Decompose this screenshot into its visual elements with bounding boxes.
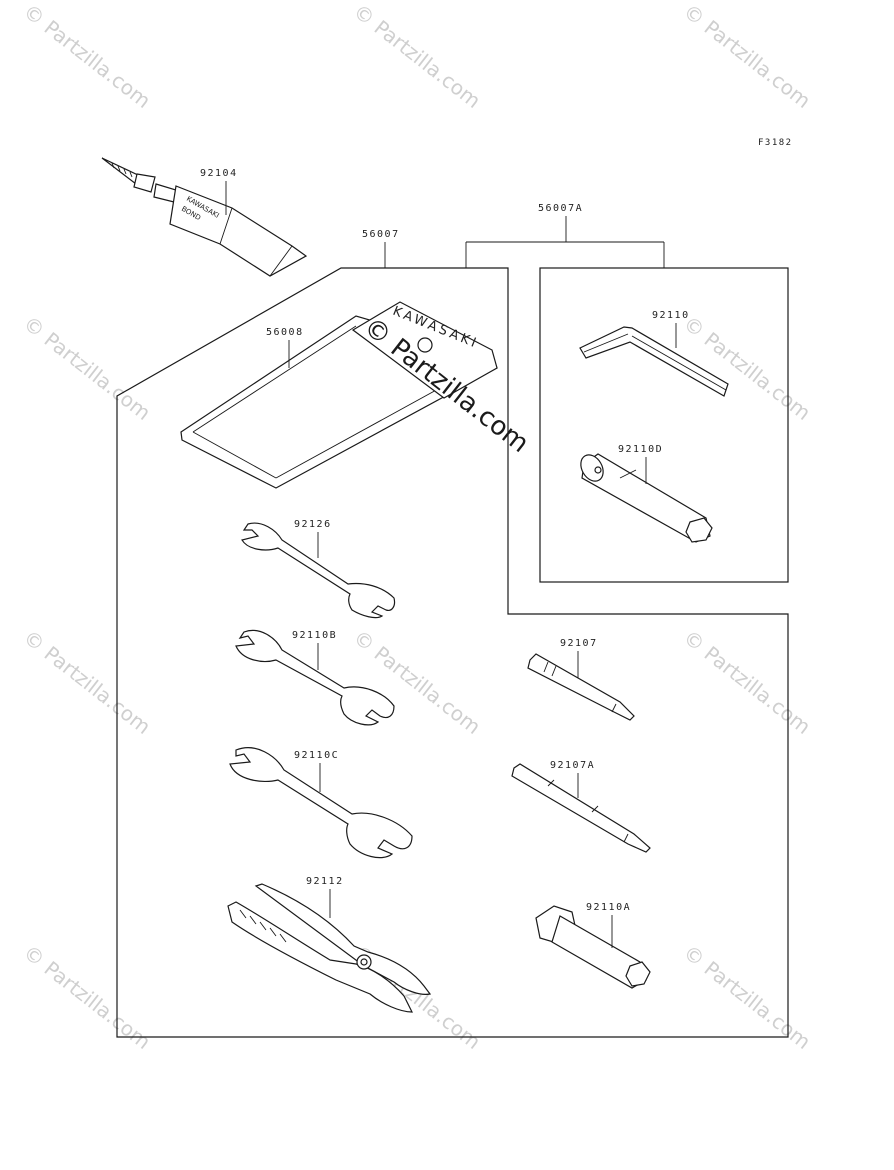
part-label-92110C[interactable]: 92110C — [294, 750, 339, 761]
tool-pouch-56008: KAWASAKI — [180, 301, 498, 489]
screwdriver-92107A — [511, 763, 651, 853]
open-wrench-92126 — [241, 522, 396, 619]
pliers-92112 — [227, 883, 432, 1013]
part-label-56007A[interactable]: 56007A — [538, 203, 583, 214]
part-label-92110[interactable]: 92110 — [652, 310, 690, 321]
kit-outline-56007 — [116, 267, 789, 1038]
open-wrench-92110B — [235, 629, 395, 726]
part-label-92110A[interactable]: 92110A — [586, 902, 631, 913]
watermark: © Partzilla.com — [19, 311, 155, 425]
box-wrench-92110D — [580, 453, 713, 543]
hex-wrench-92110 — [579, 326, 729, 397]
watermark: © Partzilla.com — [349, 0, 485, 113]
watermark: © Partzilla.com — [679, 625, 815, 739]
open-wrench-92110C — [229, 747, 413, 859]
plug-wrench-92110A — [535, 905, 651, 989]
bracket-56007A — [465, 216, 665, 268]
bond-tube-92104: KAWASAKI BOND — [101, 157, 308, 277]
part-label-92104[interactable]: 92104 — [200, 168, 238, 179]
watermark: © Partzilla.com — [19, 625, 155, 739]
part-label-92110D[interactable]: 92110D — [618, 444, 663, 455]
part-label-56007[interactable]: 56007 — [362, 229, 400, 240]
watermark: © Partzilla.com — [19, 0, 155, 113]
part-label-56008[interactable]: 56008 — [266, 327, 304, 338]
part-label-92107A[interactable]: 92107A — [550, 760, 595, 771]
part-label-92107[interactable]: 92107 — [560, 638, 598, 649]
part-label-92110B[interactable]: 92110B — [292, 630, 337, 641]
screwdriver-bit-92107 — [527, 653, 635, 721]
watermark: © Partzilla.com — [679, 0, 815, 113]
part-label-92126[interactable]: 92126 — [294, 519, 332, 530]
part-label-92112[interactable]: 92112 — [306, 876, 344, 887]
figure-code: F3182 — [758, 138, 793, 148]
